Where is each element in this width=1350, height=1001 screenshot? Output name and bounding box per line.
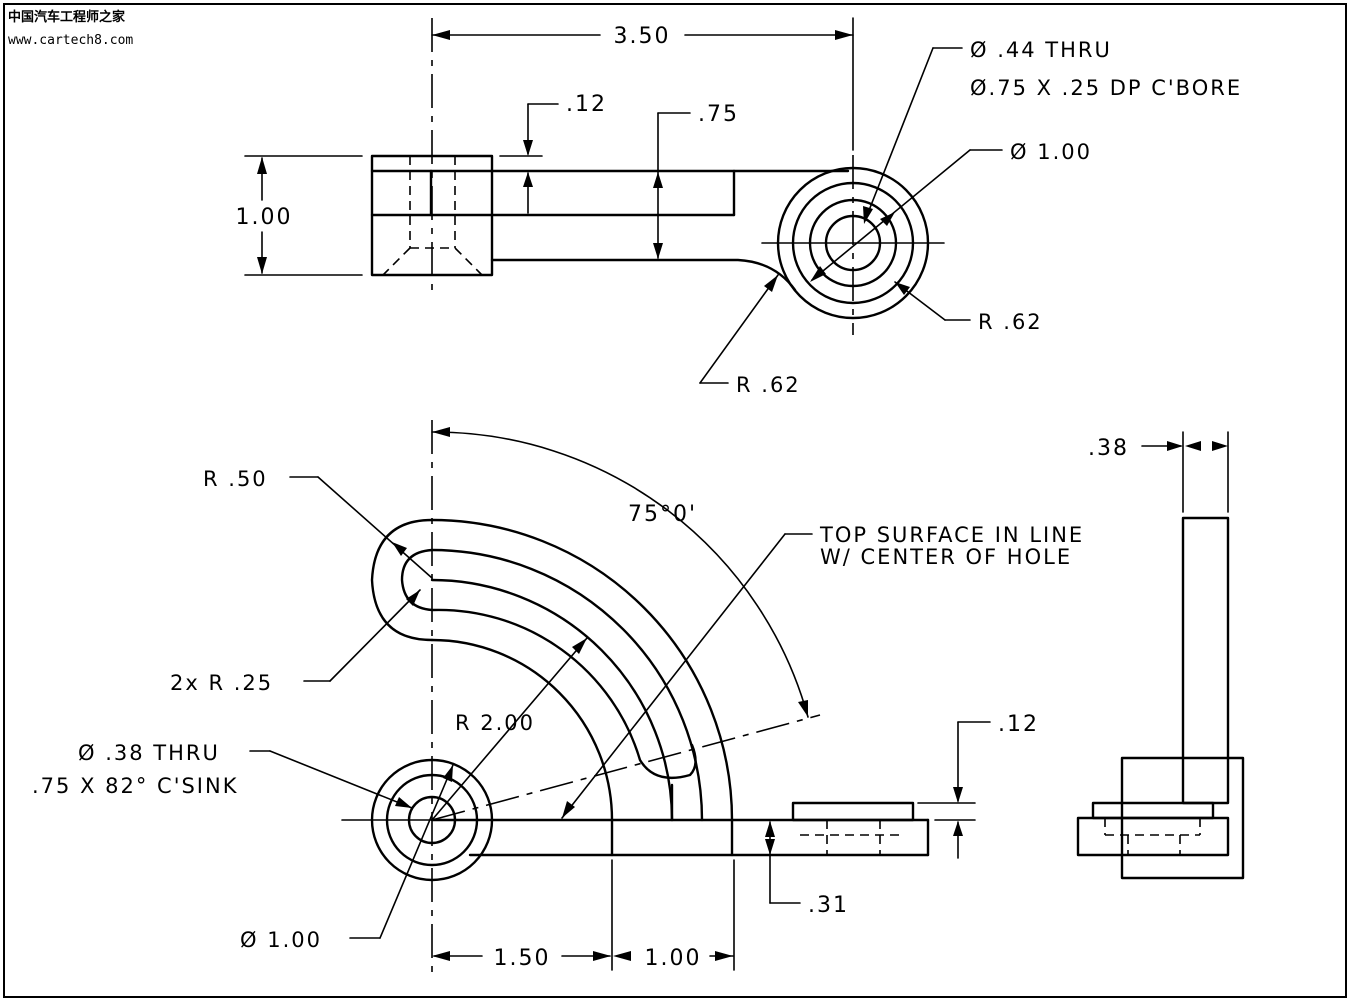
tip-radius: R .50 [203,467,268,491]
boss-radius: R .62 [978,310,1043,334]
slot-radius: 2x R .25 [170,671,273,695]
fillet-radius: R .62 [736,373,801,397]
dim-1-00-bottom: 1.00 [645,946,702,971]
watermark-url: www.cartech8.com [8,33,133,48]
dim-0-12-front: .12 [998,712,1039,737]
top-view: 3.50 1.00 .12 .75 Ø .44 THRU Ø.75 X .25 … [236,17,1242,397]
watermark-cn: 中国汽车工程师之家 [8,9,126,25]
dim-0-38: .38 [1088,436,1129,461]
arm-outer-arc [430,518,734,822]
front-boss-diameter: Ø 1.00 [240,928,322,952]
note-line2: W/ CENTER OF HOLE [820,545,1072,569]
note-line1: TOP SURFACE IN LINE [819,523,1084,547]
front-hole-callout-line1: Ø .38 THRU [78,741,220,765]
front-boss-outer [370,758,494,882]
dim-1-00-height: 1.00 [236,205,293,230]
dim-1-50: 1.50 [494,946,551,971]
angle-dim: 75°0' [628,502,697,527]
hole-callout-line2: Ø.75 X .25 DP C'BORE [970,76,1242,100]
front-hole-callout-line2: .75 X 82° C'SINK [32,774,238,798]
front-view: 75°0' R .50 2x R .25 R 2.00 TOP SURFACE … [32,420,1084,975]
hole-callout-line1: Ø .44 THRU [970,38,1112,62]
dim-3-50: 3.50 [614,24,671,49]
arc-radius: R 2.00 [455,711,535,735]
dim-0-12-top: .12 [566,92,607,117]
dim-0-31: .31 [808,893,849,918]
side-upright [1181,516,1230,805]
drawing-border [3,3,1347,998]
side-view: .38 [1076,431,1245,880]
dim-0-75: .75 [698,102,739,127]
boss-diameter-top: Ø 1.00 [1010,140,1092,164]
